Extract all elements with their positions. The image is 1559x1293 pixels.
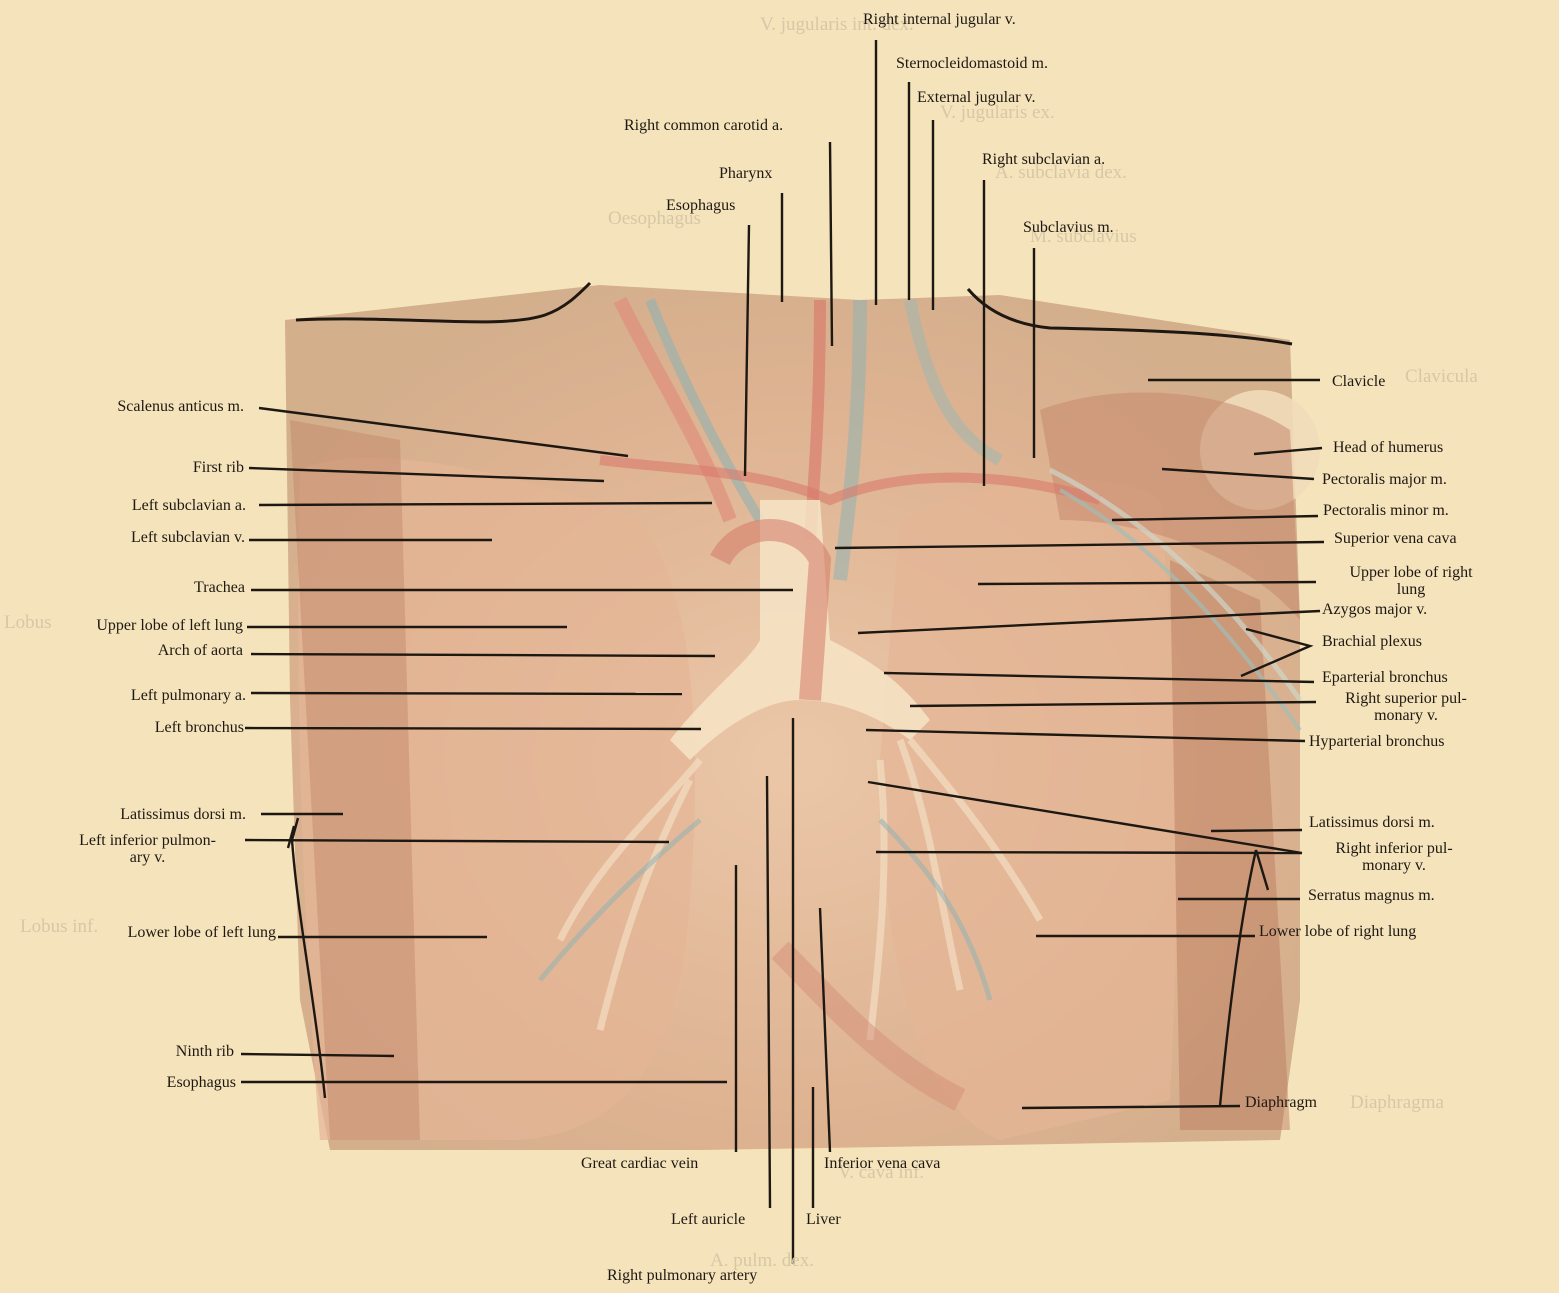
label-pectoralis-minor-m: Pectoralis minor m. <box>1323 502 1449 519</box>
label-first-rib: First rib <box>20 459 244 476</box>
label-pharynx: Pharynx <box>719 165 772 182</box>
label-superior-vena-cava: Superior vena cava <box>1334 530 1457 547</box>
label-trachea: Trachea <box>20 579 245 596</box>
label-hyparterial-bronchus: Hyparterial bronchus <box>1309 733 1445 750</box>
label-sternocleidomastoid-m: Sternocleidomastoid m. <box>896 55 1048 72</box>
label-azygos-major-v: Azygos major v. <box>1322 601 1427 618</box>
label-serratus-magnus-m: Serratus magnus m. <box>1308 887 1435 904</box>
label-liver: Liver <box>806 1211 841 1228</box>
label-left-pulmonary-a: Left pulmonary a. <box>20 687 246 704</box>
label-lower-lobe-right-lung: Lower lobe of right lung <box>1259 923 1416 940</box>
label-scalenus-anticus-m: Scalenus anticus m. <box>20 398 244 415</box>
label-esophagus-bottom: Esophagus <box>20 1074 236 1091</box>
label-left-subclavian-v: Left subclavian v. <box>20 529 245 546</box>
label-right-internal-jugular-v: Right internal jugular v. <box>863 11 1016 28</box>
label-upper-lobe-left-lung: Upper lobe of left lung <box>20 617 243 634</box>
label-clavicle: Clavicle <box>1332 373 1385 390</box>
label-right-common-carotid-a: Right common carotid a. <box>624 117 783 134</box>
label-right-inferior-pulmonary-v: Right inferior pul- monary v. <box>1306 840 1482 874</box>
label-diaphragm: Diaphragm <box>1245 1094 1317 1111</box>
label-brachial-plexus: Brachial plexus <box>1322 633 1422 650</box>
label-eparterial-bronchus: Eparterial bronchus <box>1322 669 1448 686</box>
label-left-bronchus: Left bronchus <box>20 719 244 736</box>
bleed-through-text: Diaphragma <box>1350 1092 1444 1114</box>
label-inferior-vena-cava: Inferior vena cava <box>824 1155 940 1172</box>
label-head-of-humerus: Head of humerus <box>1333 439 1443 456</box>
label-ninth-rib: Ninth rib <box>20 1043 234 1060</box>
label-lower-lobe-left-lung: Lower lobe of left lung <box>20 924 276 941</box>
label-left-subclavian-a: Left subclavian a. <box>20 497 246 514</box>
label-arch-of-aorta: Arch of aorta <box>20 642 243 659</box>
label-latissimus-dorsi-left: Latissimus dorsi m. <box>20 806 246 823</box>
label-right-subclavian-a: Right subclavian a. <box>982 151 1105 168</box>
label-pectoralis-major-m: Pectoralis major m. <box>1322 471 1447 488</box>
bleed-through-text: Clavicula <box>1405 366 1478 388</box>
label-left-auricle: Left auricle <box>671 1211 745 1228</box>
label-right-superior-pulmonary-v: Right superior pul- monary v. <box>1320 690 1492 724</box>
label-esophagus-top: Esophagus <box>666 197 735 214</box>
label-latissimus-dorsi-right: Latissimus dorsi m. <box>1309 814 1435 831</box>
label-right-pulmonary-artery: Right pulmonary artery <box>607 1267 757 1284</box>
label-subclavius-m: Subclavius m. <box>1023 219 1114 236</box>
label-external-jugular-v: External jugular v. <box>917 89 1035 106</box>
label-upper-lobe-right-lung: Upper lobe of right lung <box>1320 564 1502 598</box>
label-great-cardiac-vein: Great cardiac vein <box>581 1155 698 1172</box>
label-left-inferior-pulmonary-v: Left inferior pulmon- ary v. <box>45 832 250 866</box>
